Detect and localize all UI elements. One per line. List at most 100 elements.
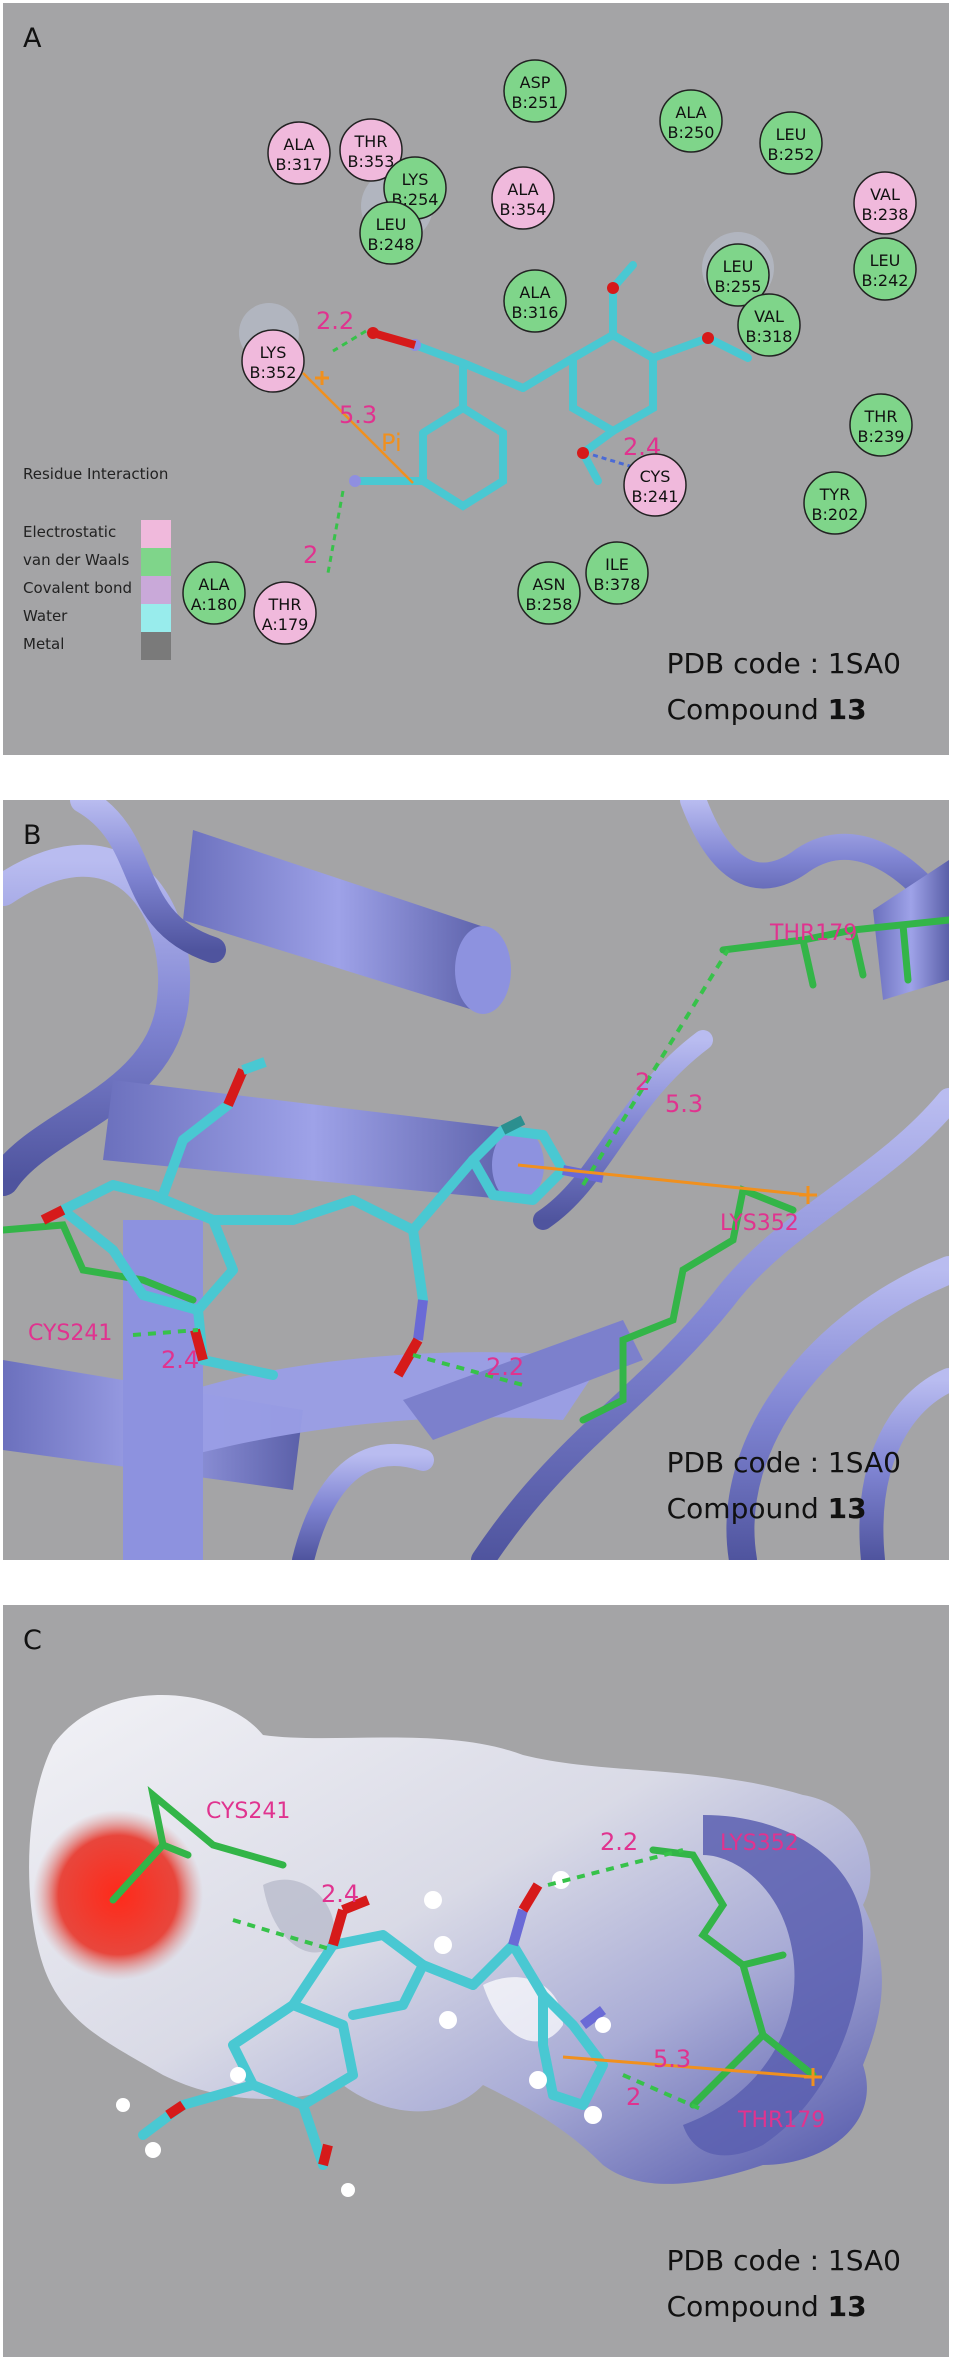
interaction-diagram-2d: 2.2 5.3 Pi 2.4 2 ALAB:317THRB:353LYSB:25…	[182, 59, 917, 645]
residue-id: B:352	[250, 363, 297, 382]
compound-label: Compound 13	[666, 1492, 867, 1525]
residue-id: B:248	[368, 235, 415, 254]
residue-label-lys352: LYS352	[720, 1831, 799, 1856]
residue-name: LYS	[260, 343, 287, 362]
caption: PDB code : 1SA0 Compound 13	[667, 641, 901, 733]
ribbon-3d-view: THR179 LYS352 CYS241 2 5.3 2.4 2.2	[3, 800, 949, 1560]
caption: PDB code : 1SA0 Compound 13	[667, 1440, 901, 1532]
residue-id: B:316	[512, 303, 559, 322]
residue-id: B:317	[276, 155, 323, 174]
distance-label: 2	[626, 2083, 641, 2111]
panel-label: C	[23, 1625, 42, 1656]
residue-id: B:238	[862, 205, 909, 224]
legend-color-bar	[141, 520, 171, 660]
distance-label: 5.3	[653, 2045, 691, 2073]
residue-sticks	[109, 1785, 817, 2109]
residue-id: B:252	[768, 145, 815, 164]
pi-cation-line	[562, 2055, 814, 2079]
hbond-thr179	[326, 490, 345, 574]
residue-id: B:258	[526, 595, 573, 614]
residue-name: ALA	[283, 135, 314, 154]
legend-item-covalent: Covalent bond	[23, 579, 132, 597]
residue-id: B:353	[348, 152, 395, 171]
legend-item-electrostatic: Electrostatic	[23, 523, 117, 541]
residue-name: ASP	[520, 73, 551, 92]
residue-name: THR	[354, 132, 388, 151]
surface-3d-view: CYS241 LYS352 THR179 2.4 2.2 5.3 2	[29, 1695, 882, 2197]
residue-id: B:318	[746, 327, 793, 346]
panel-label: B	[23, 820, 42, 851]
residue-label-thr179: THR179	[769, 921, 857, 946]
ligand-3d	[58, 1100, 568, 1380]
residue-name: THR	[864, 407, 898, 426]
residue-name: LEU	[376, 215, 407, 234]
ligand-3d	[138, 1930, 608, 2170]
hbond-thr179	[581, 948, 730, 1187]
residue-label-thr179: THR179	[737, 2108, 825, 2133]
caption: PDB code : 1SA0 Compound 13	[667, 2238, 901, 2330]
distance-label: 2.4	[161, 1346, 199, 1374]
residue-id: B:250	[668, 123, 715, 142]
residue-name: ALA	[507, 180, 538, 199]
hydrogen-atoms	[116, 1871, 611, 2197]
residue-id: B:378	[594, 575, 641, 594]
oxygen-atom	[577, 447, 589, 459]
pdb-code: PDB code : 1SA0	[666, 2244, 901, 2277]
panel-a: A	[3, 3, 949, 755]
residue-name: LEU	[776, 125, 807, 144]
nitrogen-atom	[349, 475, 361, 487]
residue-name: ILE	[605, 555, 629, 574]
distance-label: 2	[303, 541, 318, 569]
residue-id: B:241	[632, 487, 679, 506]
residue-name: ALA	[198, 575, 229, 594]
no-bond	[371, 329, 417, 349]
residue-id: B:354	[500, 200, 547, 219]
distance-label: 5.3	[665, 1090, 703, 1118]
legend-item-metal: Metal	[23, 635, 65, 653]
residue-name: ALA	[675, 103, 706, 122]
oxygen-atom	[702, 332, 714, 344]
oxygen-atom	[607, 282, 619, 294]
pi-cation-line	[302, 372, 414, 484]
legend-title: Residue Interaction	[23, 465, 169, 483]
heteroatoms-3d	[40, 1057, 604, 1378]
residue-id: B:255	[715, 277, 762, 296]
legend-item-water: Water	[23, 607, 68, 625]
residue-name: THR	[268, 595, 302, 614]
residue-name: CYS	[640, 467, 671, 486]
pi-cation-line	[517, 1163, 809, 1197]
residue-name: LYS	[402, 170, 429, 189]
residue-name: VAL	[754, 307, 784, 326]
protein-ribbon	[3, 800, 949, 1560]
panel-label: A	[23, 23, 42, 54]
pdb-code: PDB code : 1SA0	[666, 1446, 901, 1479]
panel-b: B	[3, 800, 949, 1560]
distance-label: 2.2	[316, 307, 354, 335]
panel-c: C	[3, 1605, 949, 2357]
distance-label: 2.2	[600, 1828, 638, 1856]
distance-label: 2	[635, 1068, 650, 1096]
pi-label: Pi	[381, 429, 402, 457]
ligand-2d	[351, 261, 752, 511]
legend-item-vdw: van der Waals	[23, 551, 130, 569]
hbond-cys241	[592, 453, 654, 475]
residue-name: LEU	[870, 251, 901, 270]
hbond-cys241	[132, 1328, 199, 1337]
